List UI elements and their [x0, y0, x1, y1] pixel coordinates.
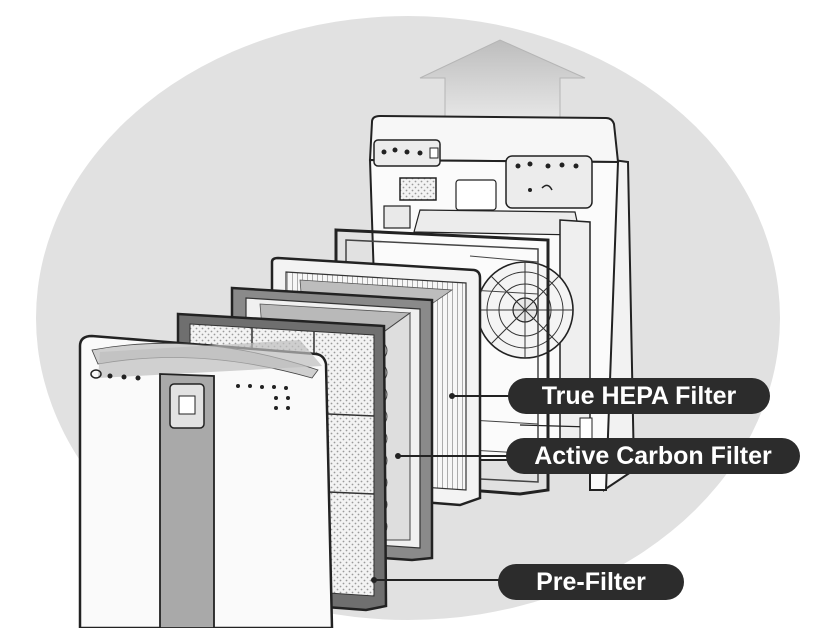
airflow-arrow-icon	[419, 39, 586, 119]
carbon-label: Active Carbon Filter	[506, 438, 800, 474]
hepa-label: True HEPA Filter	[508, 378, 770, 414]
prefilter-label: Pre-Filter	[498, 564, 684, 600]
hepa-label-text: True HEPA Filter	[542, 382, 737, 410]
prefilter-leader-dot	[371, 577, 377, 583]
carbon-leader-dot	[395, 453, 401, 459]
fan-icon	[476, 261, 574, 359]
carbon-label-text: Active Carbon Filter	[534, 442, 772, 470]
prefilter-label-text: Pre-Filter	[536, 568, 646, 596]
front-panel	[78, 334, 334, 628]
hepa-leader-dot	[449, 393, 455, 399]
